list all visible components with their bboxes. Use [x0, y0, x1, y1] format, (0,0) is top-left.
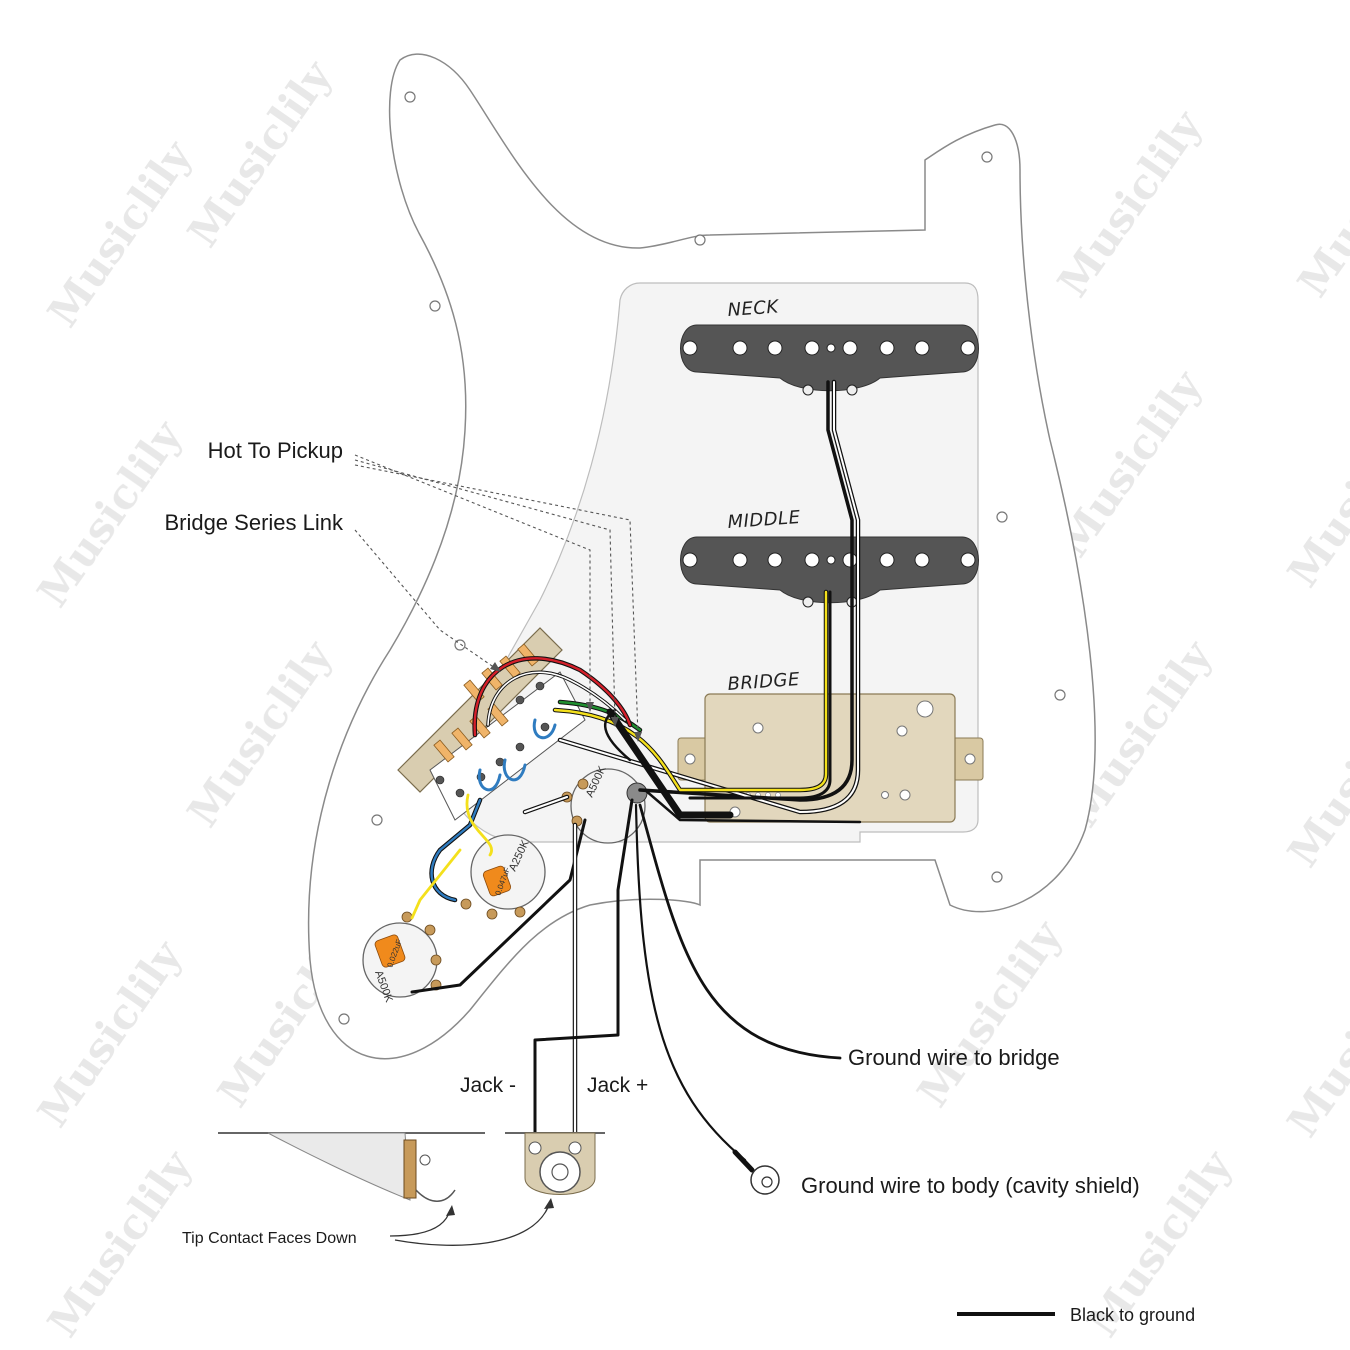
switch-body	[429, 671, 586, 821]
screw-icon	[371, 814, 383, 826]
ground-to-body-label: Ground wire to body (cavity shield)	[801, 1173, 1140, 1198]
five-way-switch	[397, 627, 586, 821]
jack-front-view	[505, 1132, 605, 1195]
tip-contact-label: Tip Contact Faces Down	[182, 1230, 357, 1247]
screw-icon	[694, 234, 706, 246]
hot-to-pickup-label: Hot To Pickup	[208, 438, 343, 463]
jack-plus-label: Jack +	[587, 1074, 648, 1097]
screw-icon	[996, 511, 1008, 523]
ring-terminal-icon	[732, 1149, 780, 1195]
watermark: Musiclily	[38, 131, 202, 336]
bridge-pickup-label: BRIDGE	[727, 669, 801, 695]
watermark: Musiclily	[908, 911, 1072, 1116]
screw-icon	[981, 151, 993, 163]
screw-icon	[404, 91, 416, 103]
tone-pot-2: A500K 0.022uF	[362, 911, 442, 1005]
callout-leaders	[354, 454, 639, 736]
jack-side-view	[218, 1132, 485, 1202]
volume-pot: A500K	[561, 764, 646, 844]
watermark: Musiclily	[1278, 391, 1350, 596]
neck-pickup-label: NECK	[727, 296, 780, 321]
capacitor-1	[482, 865, 512, 897]
watermark: Musiclily	[178, 631, 342, 836]
watermark: Musiclily	[1288, 101, 1350, 306]
wires	[410, 379, 862, 1162]
screw-icon	[338, 1013, 350, 1025]
capacitor-2	[374, 934, 406, 968]
legend: Black to ground	[957, 1305, 1195, 1325]
ground-point	[626, 782, 648, 804]
arrowheads	[490, 662, 642, 742]
middle-pickup-label: MIDDLE	[727, 507, 801, 533]
neck-pickup: NECK	[680, 296, 979, 396]
jack-minus-label: Jack -	[460, 1074, 516, 1097]
screw-icon	[1054, 689, 1066, 701]
legend-black-label: Black to ground	[1070, 1305, 1195, 1325]
watermark: Musiclily	[1278, 671, 1350, 876]
watermark: Musiclily	[38, 1141, 202, 1346]
pickup-cover	[680, 536, 979, 604]
ground-to-bridge-label: Ground wire to bridge	[848, 1045, 1060, 1070]
watermark: Musiclily	[178, 51, 342, 256]
watermark: Musiclily	[28, 931, 192, 1136]
bridge-series-link-label: Bridge Series Link	[164, 510, 344, 535]
tip-contact-arrows	[389, 1201, 551, 1246]
watermark: Musiclily	[1278, 941, 1350, 1146]
watermark: Musiclily	[1048, 101, 1212, 306]
screw-icon	[429, 300, 441, 312]
screw-icon	[991, 871, 1003, 883]
pickguard-screws	[338, 91, 1066, 1025]
watermark: Musiclily	[1048, 361, 1212, 566]
